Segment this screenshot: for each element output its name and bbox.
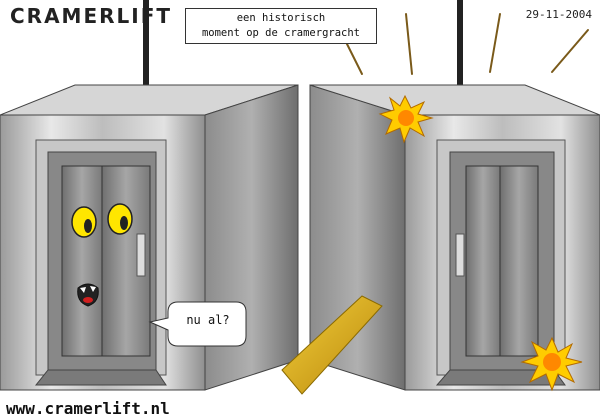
eye-right [107, 203, 133, 235]
caption-line-2: moment op de cramergracht [201, 27, 361, 39]
explosion-bottom [520, 336, 583, 392]
elevator-left [0, 84, 299, 391]
speech-bubble-text: nu al? [186, 313, 230, 327]
caption-line-1: een historisch [236, 12, 326, 24]
cable-right [457, 0, 463, 95]
explosion-top [378, 94, 434, 144]
call-button-panel-left [136, 233, 146, 277]
website-url: www.cramerlift.nl [6, 399, 170, 418]
elevator-right [309, 84, 600, 391]
eye-left [71, 206, 97, 238]
date-label: 29-11-2004 [525, 8, 592, 21]
left-door-left-panel [61, 165, 103, 357]
motion-lines [345, 13, 589, 75]
cable-left [143, 0, 149, 95]
caption-box: een historisch moment op de cramergracht [185, 8, 377, 44]
page-title: CRAMERLIFT [10, 4, 173, 28]
speech-bubble [148, 301, 247, 347]
falling-gold-panel [281, 295, 383, 395]
